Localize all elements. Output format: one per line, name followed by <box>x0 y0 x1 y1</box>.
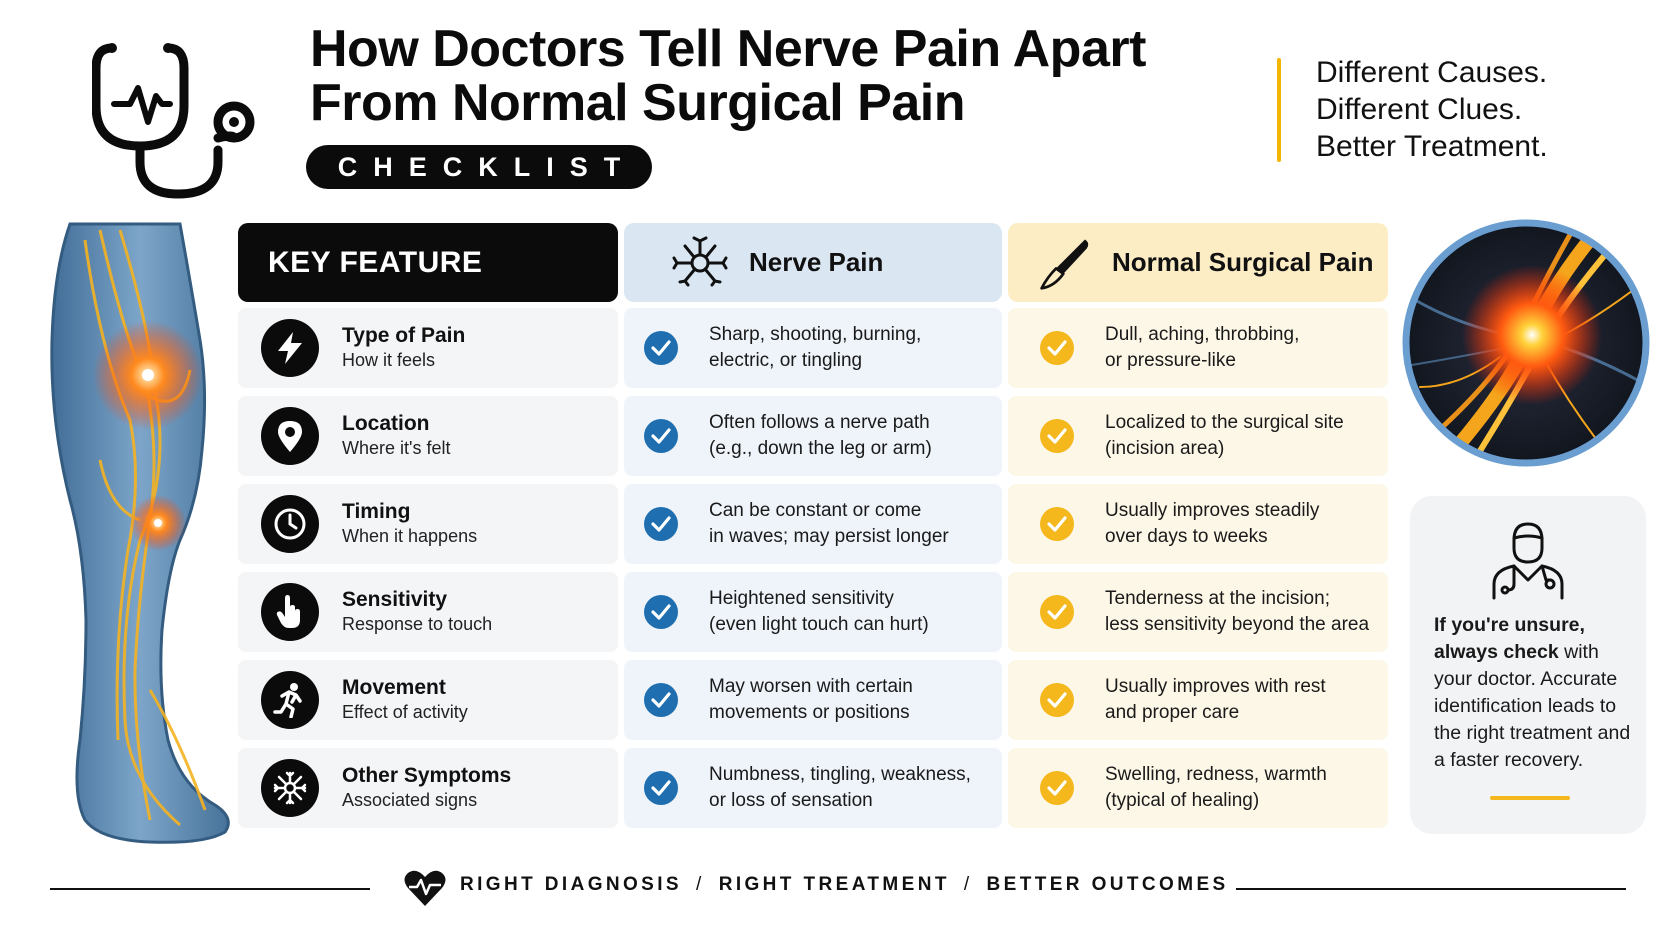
nerve-burst-icon <box>261 759 319 817</box>
feature-subtitle: Associated signs <box>342 790 478 810</box>
feature-title: Other Symptoms <box>342 764 512 787</box>
leg-nerve-illustration <box>50 222 230 844</box>
column-header-key-feature: KEY FEATURE <box>238 223 618 302</box>
advice-bold-text: If you're unsure, always check <box>1434 614 1585 663</box>
table-cell-nerve-pain: May worsen with certain movements or pos… <box>624 660 1002 740</box>
table-cell-surgical-pain: Usually improves steadily over days to w… <box>1008 484 1388 564</box>
page-title: How Doctors Tell Nerve Pain Apart From N… <box>310 20 1146 132</box>
surgical-pain-description: Swelling, redness, warmth (typical of he… <box>1105 764 1327 811</box>
touch-hand-icon <box>261 583 319 641</box>
feature-subtitle: Response to touch <box>342 614 493 634</box>
feature-title: Movement <box>342 676 446 699</box>
surgical-pain-description: Usually improves steadily over days to w… <box>1105 500 1320 547</box>
running-person-icon <box>261 671 319 729</box>
surgical-pain-description: Dull, aching, throbbing, or pressure-lik… <box>1105 324 1300 371</box>
feature-title: Location <box>342 412 430 435</box>
advice-card: If you're unsure, always check with your… <box>1410 496 1646 834</box>
table-cell-surgical-pain: Tenderness at the incision; less sensiti… <box>1008 572 1388 652</box>
check-icon <box>644 595 678 629</box>
nerve-pain-description: Often follows a nerve path (e.g., down t… <box>709 412 932 459</box>
feature-title: Timing <box>342 500 411 523</box>
heart-pulse-icon <box>404 870 446 906</box>
table-cell-nerve-pain: Often follows a nerve path (e.g., down t… <box>624 396 1002 476</box>
tagline-line: Different Clues. <box>1316 93 1523 126</box>
table-cell-nerve-pain: Sharp, shooting, burning, electric, or t… <box>624 308 1002 388</box>
feature-subtitle: When it happens <box>342 526 478 546</box>
nerve-pain-description: Numbness, tingling, weakness, or loss of… <box>709 764 971 811</box>
surgical-pain-description: Localized to the surgical site (incision… <box>1105 412 1344 459</box>
footer-item: RIGHT TREATMENT <box>718 874 950 895</box>
footer-divider-right <box>1236 888 1626 890</box>
feature-title: Sensitivity <box>342 588 448 611</box>
nerve-pain-description: Heightened sensitivity (even light touch… <box>709 588 929 635</box>
check-icon <box>1040 331 1074 365</box>
advice-text: If you're unsure, always check with your… <box>1434 612 1634 774</box>
tagline-line: Different Causes. <box>1316 56 1548 89</box>
check-icon <box>1040 507 1074 541</box>
table-cell-surgical-pain: Localized to the surgical site (incision… <box>1008 396 1388 476</box>
footer-item: BETTER OUTCOMES <box>986 874 1229 895</box>
advice-body-text: with your doctor. Accurate identificatio… <box>1434 641 1631 771</box>
tagline: Different Causes. Different Clues. Bette… <box>1316 54 1646 165</box>
table-cell-nerve-pain: Can be constant or come in waves; may pe… <box>624 484 1002 564</box>
check-icon <box>644 771 678 805</box>
scalpel-icon <box>1040 239 1089 290</box>
check-icon <box>1040 595 1074 629</box>
table-cell-surgical-pain: Usually improves with rest and proper ca… <box>1008 660 1388 740</box>
tagline-line: Better Treatment. <box>1316 130 1548 163</box>
column-header-label: KEY FEATURE <box>268 245 483 279</box>
clock-icon <box>261 495 319 553</box>
check-icon <box>644 507 678 541</box>
table-cell-nerve-pain: Heightened sensitivity (even light touch… <box>624 572 1002 652</box>
column-header-nerve-pain: Nerve Pain <box>624 223 1002 302</box>
column-header-surgical-pain: Normal Surgical Pain <box>1008 223 1388 302</box>
surgical-pain-description: Usually improves with rest and proper ca… <box>1105 676 1326 723</box>
stethoscope-heartbeat-icon <box>92 43 255 199</box>
surgical-pain-description: Tenderness at the incision; less sensiti… <box>1105 588 1370 635</box>
footer-separator: / <box>963 874 973 895</box>
lightning-icon <box>261 319 319 377</box>
feature-subtitle: How it feels <box>342 350 436 370</box>
nerve-pain-description: Sharp, shooting, burning, electric, or t… <box>709 324 922 371</box>
column-header-label: Normal Surgical Pain <box>1112 247 1374 277</box>
column-header-label: Nerve Pain <box>749 247 884 277</box>
nerve-closeup-illustration <box>1402 219 1650 467</box>
nerve-pain-description: May worsen with certain movements or pos… <box>709 676 913 723</box>
doctor-icon <box>1492 522 1564 600</box>
footer-item: RIGHT DIAGNOSIS <box>460 874 683 895</box>
feature-subtitle: Effect of activity <box>342 702 468 722</box>
footer-slogan: RIGHT DIAGNOSIS/RIGHT TREATMENT/BETTER O… <box>460 874 1225 896</box>
check-icon <box>644 683 678 717</box>
check-icon <box>1040 683 1074 717</box>
table-cell-nerve-pain: Numbness, tingling, weakness, or loss of… <box>624 748 1002 828</box>
tagline-accent-bar <box>1277 58 1281 162</box>
feature-title: Type of Pain <box>342 324 466 347</box>
location-pin-icon <box>261 407 319 465</box>
neuron-icon <box>672 236 728 286</box>
footer-separator: / <box>696 874 705 895</box>
feature-subtitle: Where it's felt <box>342 438 451 458</box>
nerve-pain-description: Can be constant or come in waves; may pe… <box>709 500 949 547</box>
table-cell-surgical-pain: Dull, aching, throbbing, or pressure-lik… <box>1008 308 1388 388</box>
table-cell-surgical-pain: Swelling, redness, warmth (typical of he… <box>1008 748 1388 828</box>
check-icon <box>1040 419 1074 453</box>
footer-divider-left <box>50 888 370 890</box>
check-icon <box>644 419 678 453</box>
check-icon <box>1040 771 1074 805</box>
advice-accent-line <box>1490 796 1570 800</box>
checklist-badge: CHECKLIST <box>306 145 652 189</box>
check-icon <box>644 331 678 365</box>
